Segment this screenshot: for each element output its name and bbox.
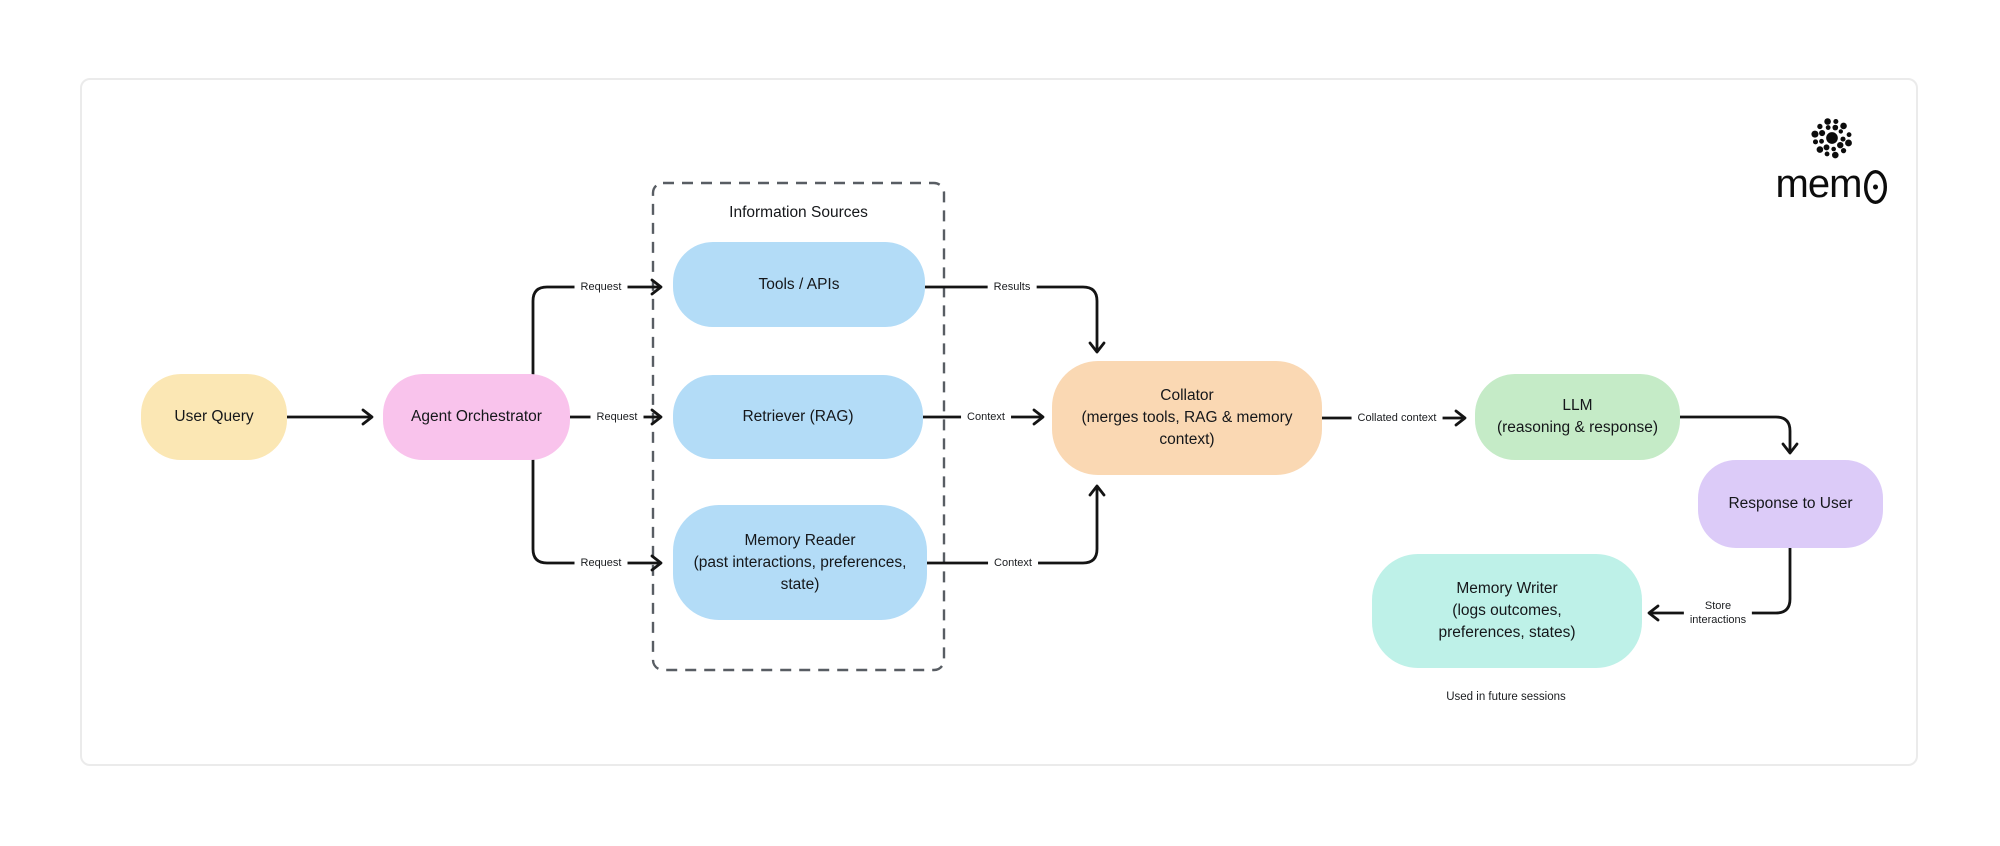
node-label: (merges tools, RAG & memory — [1081, 409, 1293, 426]
node-retriever-rag: Retriever (RAG) — [673, 375, 923, 459]
node-label: Memory Reader — [744, 531, 856, 549]
node-tools-apis: Tools / APIs — [673, 242, 925, 327]
node-label: (reasoning & response) — [1496, 419, 1659, 436]
node-label: Collator — [1160, 387, 1214, 404]
node-label: (past interactions, preferences, — [693, 553, 907, 571]
node-agent-orchestrator: Agent Orchestrator — [383, 374, 570, 460]
node-response-to-user: Response to User — [1698, 460, 1883, 548]
note-future-sessions: Used in future sessions — [1446, 691, 1566, 703]
mem0-logo: mem — [1770, 116, 1894, 206]
edge-label-collated-context: Collated context — [1351, 410, 1443, 426]
edge-label-request-retriever: Request — [590, 409, 644, 425]
info-sources-title: Information Sources — [729, 204, 868, 221]
node-llm: LLM (reasoning & response) — [1475, 374, 1680, 460]
node-user-query: User Query — [141, 374, 287, 460]
node-label: preferences, states) — [1438, 624, 1576, 641]
edge-label-context-memory: Context — [988, 555, 1038, 571]
mem0-text: mem — [1775, 162, 1863, 206]
mem0-wordmark: mem — [1775, 162, 1889, 206]
edge-label-line: interactions — [1689, 614, 1747, 626]
edge-label-store-interactions: Store interactions — [1683, 598, 1753, 628]
node-label: Agent Orchestrator — [411, 408, 542, 425]
edge-label-results: Results — [987, 279, 1037, 295]
edge-label-context-retriever: Context — [961, 409, 1011, 425]
node-label: (logs outcomes, — [1452, 602, 1562, 619]
node-label: Memory Writer — [1456, 580, 1558, 597]
node-memory-writer: Memory Writer (logs outcomes, preference… — [1372, 554, 1642, 668]
zero-glyph — [1864, 169, 1888, 205]
mem0-dots-icon — [1811, 118, 1852, 159]
edge-label-request-memory: Request — [574, 555, 628, 571]
node-label: Tools / APIs — [758, 275, 840, 293]
edge-label-request-tools: Request — [574, 279, 628, 295]
node-label: User Query — [174, 408, 254, 425]
node-label: Retriever (RAG) — [742, 408, 854, 425]
node-label: LLM — [1562, 397, 1593, 414]
node-memory-reader: Memory Reader (past interactions, prefer… — [673, 505, 927, 620]
node-collator: Collator (merges tools, RAG & memory con… — [1052, 361, 1322, 475]
node-label: Response to User — [1728, 495, 1853, 512]
node-label: context) — [1159, 431, 1215, 448]
edge-label-line: Store — [1704, 600, 1732, 612]
node-label: state) — [780, 575, 820, 593]
